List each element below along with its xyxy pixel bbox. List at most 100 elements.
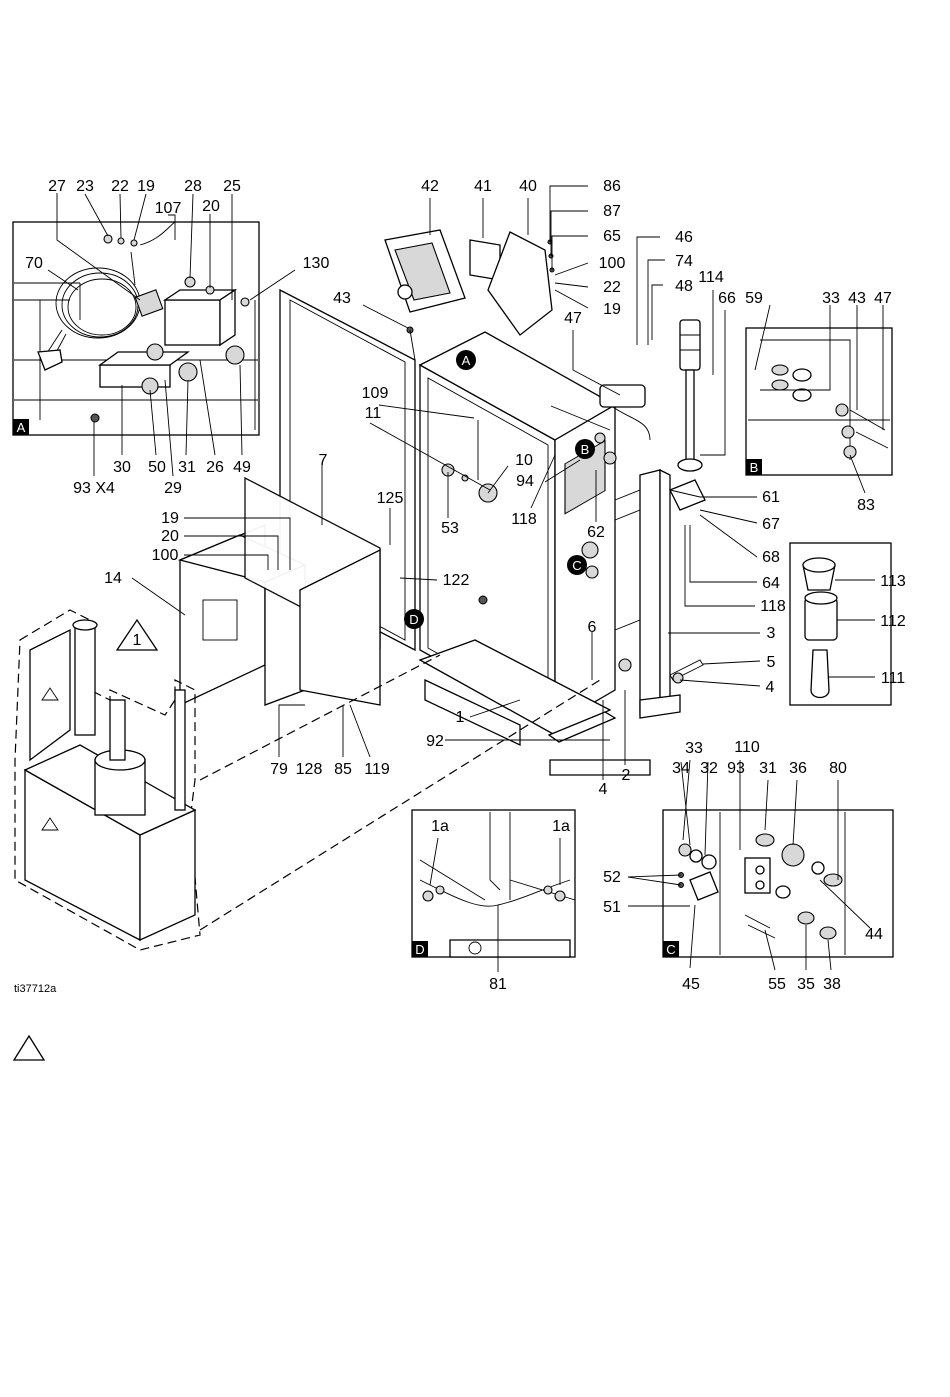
- callout-110: 110: [734, 739, 760, 756]
- detail-d: D: [411, 809, 576, 958]
- callout-30: 30: [113, 459, 131, 476]
- callout-27: 27: [48, 178, 66, 195]
- callout-94: 94: [516, 473, 534, 490]
- callout-130: 130: [303, 255, 330, 272]
- callout-1a-left: 1a: [431, 818, 449, 835]
- callout-61: 61: [762, 489, 780, 506]
- callout-4b: 4: [599, 781, 608, 798]
- callout-64: 64: [762, 575, 780, 592]
- callout-53: 53: [441, 520, 459, 537]
- callout-14: 14: [104, 570, 122, 587]
- callout-59: 59: [745, 290, 763, 307]
- callout-5: 5: [767, 654, 776, 671]
- callout-87: 87: [603, 203, 621, 220]
- callout-10: 10: [515, 452, 533, 469]
- warning-note: 1: [12, 618, 159, 1061]
- filter-assembly: [789, 542, 892, 706]
- callout-67: 67: [762, 516, 780, 533]
- callout-118b: 118: [760, 598, 786, 615]
- detail-a-letter: A: [17, 420, 26, 435]
- detail-c-letter: C: [666, 942, 675, 957]
- callout-47: 47: [564, 310, 582, 327]
- callout-113: 113: [880, 573, 906, 590]
- callout-128: 128: [296, 761, 323, 778]
- callout-29: 29: [164, 480, 182, 497]
- callout-22b: 22: [603, 279, 621, 296]
- callout-68: 68: [762, 549, 780, 566]
- callout-122: 122: [443, 572, 470, 589]
- callout-38: 38: [823, 976, 841, 993]
- callout-11: 11: [365, 405, 382, 422]
- callout-35: 35: [797, 976, 815, 993]
- detail-markers: A B C D: [404, 350, 595, 629]
- callout-6: 6: [588, 619, 597, 636]
- callout-25: 25: [223, 178, 241, 195]
- callout-44: 44: [865, 926, 883, 943]
- callout-109: 109: [362, 385, 389, 402]
- callout-47b: 47: [874, 290, 892, 307]
- light-tower: [599, 319, 706, 511]
- callout-51: 51: [603, 899, 621, 916]
- callout-48: 48: [675, 278, 693, 295]
- marker-b: B: [581, 442, 590, 457]
- detail-c: C: [662, 809, 894, 958]
- callout-111: 111: [881, 670, 905, 687]
- callout-85: 85: [334, 761, 352, 778]
- callout-83: 83: [857, 497, 875, 514]
- callout-28: 28: [184, 178, 202, 195]
- pump-unit: [14, 609, 201, 951]
- callout-labels: 27 23 22 19 28 25 107 20 70 130 42 41 40…: [25, 178, 906, 993]
- detail-b: B: [745, 327, 893, 476]
- warning-number: 1: [133, 632, 142, 649]
- callout-41: 41: [474, 178, 492, 195]
- callout-118: 118: [511, 511, 537, 528]
- callout-81: 81: [489, 976, 507, 993]
- detail-d-letter: D: [415, 942, 424, 957]
- callout-65: 65: [603, 228, 621, 245]
- callout-45: 45: [682, 976, 700, 993]
- callout-31: 31: [178, 459, 196, 476]
- callout-26: 26: [206, 459, 224, 476]
- callout-1a-right: 1a: [552, 818, 570, 835]
- callout-86: 86: [603, 178, 621, 195]
- callout-7: 7: [319, 452, 328, 469]
- detail-a: A: [12, 221, 260, 436]
- callout-1: 1: [456, 709, 465, 726]
- callout-50: 50: [148, 459, 166, 476]
- assembly-dash-lines: [199, 654, 601, 931]
- callout-100b: 100: [152, 547, 179, 564]
- callout-49: 49: [233, 459, 251, 476]
- callout-119: 119: [364, 761, 390, 778]
- callout-36: 36: [789, 760, 807, 777]
- callout-93: 93: [727, 760, 745, 777]
- figure-id: ti37712a: [14, 983, 57, 995]
- detail-b-letter: B: [750, 460, 759, 475]
- callout-19: 19: [137, 178, 155, 195]
- callout-4: 4: [766, 679, 775, 696]
- callout-31b: 31: [759, 760, 777, 777]
- callout-3: 3: [767, 625, 776, 642]
- callout-43: 43: [333, 290, 351, 307]
- main-cabinet: [177, 288, 704, 776]
- callout-125: 125: [377, 490, 404, 507]
- callout-43b: 43: [848, 290, 866, 307]
- callout-55: 55: [768, 976, 786, 993]
- callout-20b: 20: [161, 528, 179, 545]
- callout-23: 23: [76, 178, 94, 195]
- callout-2: 2: [622, 767, 631, 784]
- callout-107: 107: [155, 200, 182, 217]
- warning-legend-triangle: [12, 1034, 46, 1061]
- marker-a: A: [462, 353, 471, 368]
- callout-33b: 33: [685, 740, 703, 757]
- callout-100: 100: [599, 255, 626, 272]
- callout-42: 42: [421, 178, 439, 195]
- callout-22: 22: [111, 178, 129, 195]
- callout-66: 66: [718, 290, 736, 307]
- callout-79: 79: [270, 761, 288, 778]
- marker-d: D: [409, 612, 418, 627]
- callout-80: 80: [829, 760, 847, 777]
- callout-20: 20: [202, 198, 220, 215]
- callout-19b: 19: [603, 301, 621, 318]
- display-module: [384, 229, 555, 361]
